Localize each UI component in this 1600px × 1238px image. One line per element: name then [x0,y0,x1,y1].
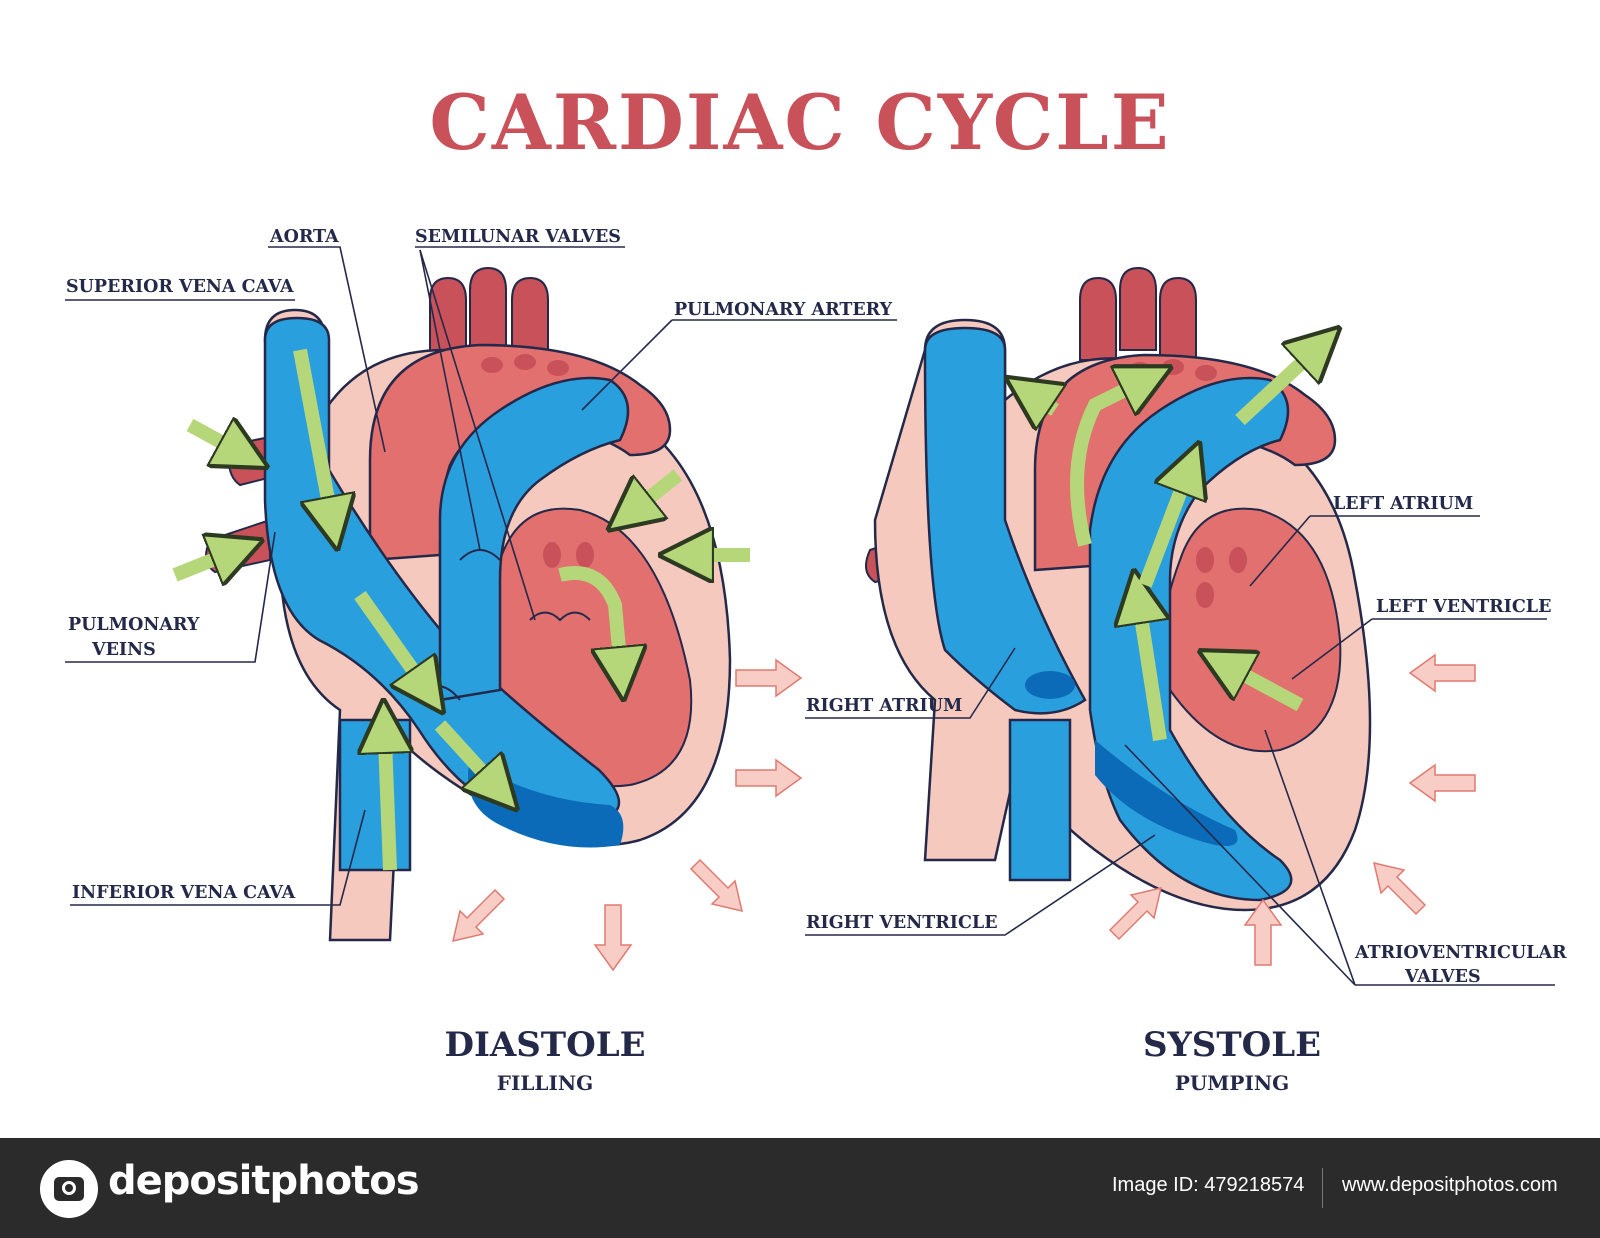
leader-lines [65,246,1555,986]
label-left-atrium: LEFT ATRIUM [1333,494,1473,514]
label-right-ventricle: RIGHT VENTRICLE [806,913,998,933]
phase-diastole: DIASTOLE [444,1025,645,1065]
label-pulmonary-veins-line2: VEINS [91,640,156,660]
label-pulmonary-artery: PULMONARY ARTERY [674,300,893,320]
cardiac-cycle-diagram: AORTA SEMILUNAR VALVES SUPERIOR VENA CAV… [65,227,1567,1095]
diagram-title: CARDIAC CYCLE [429,78,1171,167]
footer-image-id: Image ID: 479218574 [1112,1174,1305,1196]
diastole-pressure-arrows [451,658,803,972]
footer-site: www.depositphotos.com [1342,1174,1558,1196]
watermark-footer: depositphotos Image ID: 479218574 www.de… [0,1138,1600,1238]
label-atrioventricular-valves-line2: VALVES [1404,967,1481,987]
footer-brand: depositphotos [108,1158,420,1204]
phase-systole-sub: PUMPING [1175,1071,1289,1095]
label-pulmonary-veins-line1: PULMONARY [68,615,200,635]
systole-heart [865,266,1372,912]
systole-pressure-arrows [1108,653,1476,966]
label-superior-vena-cava: SUPERIOR VENA CAVA [66,277,294,297]
camera-icon [40,1160,98,1218]
label-inferior-vena-cava: INFERIOR VENA CAVA [72,883,296,903]
label-semilunar-valves: SEMILUNAR VALVES [415,227,621,247]
phase-systole: SYSTOLE [1143,1025,1321,1065]
footer-divider [1322,1168,1323,1208]
label-aorta: AORTA [269,227,339,247]
label-left-ventricle: LEFT VENTRICLE [1376,597,1551,617]
label-right-atrium: RIGHT ATRIUM [806,696,962,716]
phase-diastole-sub: FILLING [497,1071,593,1095]
diastole-heart [172,266,750,942]
label-atrioventricular-valves-line1: ATRIOVENTRICULAR [1354,943,1567,963]
